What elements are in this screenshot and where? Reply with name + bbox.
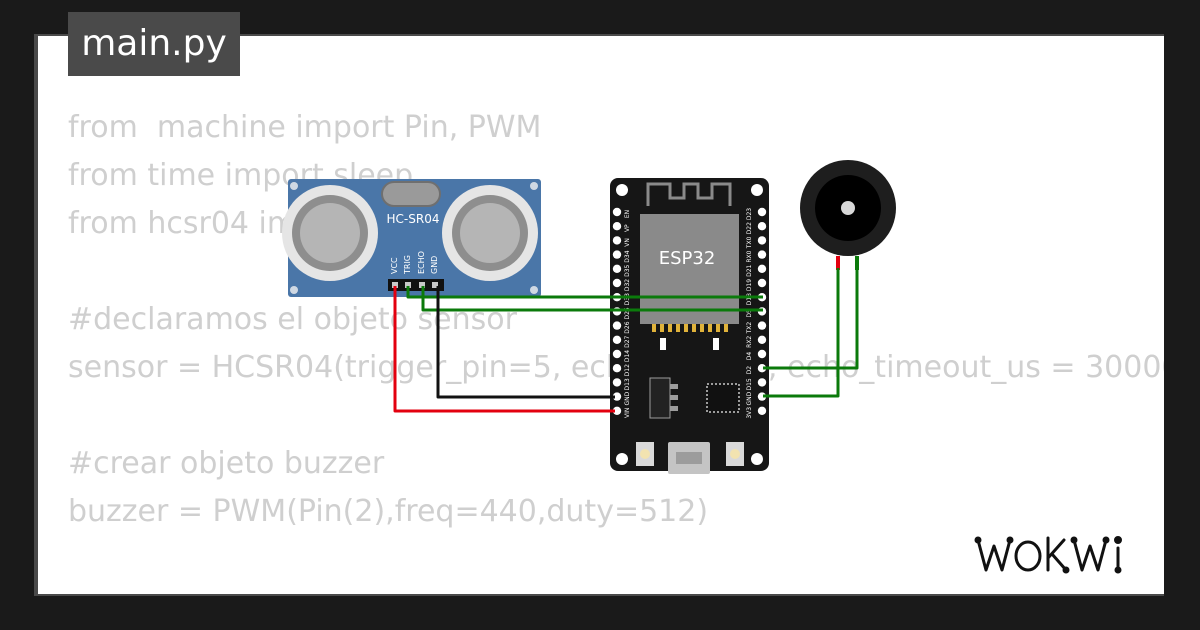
voltage-regulator: [649, 377, 678, 419]
module-castellations: [652, 324, 728, 332]
code-line: from machine import Pin, PWM: [68, 110, 542, 145]
pin-d2[interactable]: [757, 364, 767, 373]
pin-d22[interactable]: [757, 222, 767, 231]
pin-d35[interactable]: [612, 264, 622, 273]
esp32-module: [640, 214, 739, 324]
pin-label-d33: D33: [624, 293, 631, 305]
code-line: def calcula_distancia():: [68, 584, 1164, 594]
pin-vn[interactable]: [612, 236, 622, 245]
piezo-buzzer[interactable]: [800, 160, 896, 270]
pin-label-rx0: RX0: [746, 250, 753, 262]
pin-rx0[interactable]: [757, 250, 767, 259]
code-editor-text: from machine import Pin, PWM from time im…: [68, 104, 1164, 594]
pin-label-d18: D18: [746, 293, 753, 305]
usb-serial-chip: [706, 383, 740, 413]
pin-label-d2: D2: [746, 366, 753, 375]
pin-label-d26: D26: [624, 321, 631, 333]
pin-en[interactable]: [612, 207, 622, 217]
pin-vp[interactable]: [612, 222, 622, 231]
sensor-pin-label-gnd: GND: [430, 256, 439, 274]
pin-label-tx0: TX0: [746, 236, 753, 249]
pin-label-d15: D15: [746, 378, 753, 390]
pin-label-gnd: GND: [624, 391, 631, 405]
esp32-board[interactable]: ESP32 ENVPVND34D35D32D33D25D26D27D14D12D…: [610, 178, 769, 474]
en-button[interactable]: [726, 442, 744, 466]
pin-3v3[interactable]: [757, 406, 767, 415]
board-title: ESP32: [659, 248, 716, 269]
pin-d12[interactable]: [612, 364, 622, 373]
sensor-title: HC-SR04: [387, 212, 440, 226]
transducer-left: [282, 185, 378, 281]
pin-d23[interactable]: [757, 207, 767, 217]
pin-label-rx2: RX2: [746, 336, 753, 348]
boot-button[interactable]: [636, 442, 654, 466]
pin-label-d14: D14: [624, 350, 631, 362]
pin-label-vn: VN: [624, 238, 631, 247]
pin-label-d35: D35: [624, 264, 631, 276]
pin-vin[interactable]: [612, 406, 622, 415]
pin-d19[interactable]: [757, 278, 767, 288]
pin-label-vp: VP: [624, 224, 631, 232]
hc-sr04-sensor[interactable]: HC-SR04 VCC TRIG ECHO GND: [282, 179, 541, 297]
pin-d14[interactable]: [612, 349, 622, 359]
preview-card: from machine import Pin, PWM from time im…: [38, 36, 1164, 594]
wire-buzzer-gnd[interactable]: [763, 268, 840, 398]
pin-label-d34: D34: [624, 250, 631, 262]
pin-label-vin: VIN: [624, 408, 631, 418]
pin-d4[interactable]: [757, 349, 767, 359]
pin-label-d25: D25: [624, 307, 631, 319]
pin-rx2[interactable]: [757, 335, 767, 344]
pin-d15[interactable]: [757, 378, 767, 387]
sensor-pin-label-vcc: VCC: [390, 257, 399, 274]
wire-buzzer-signal[interactable]: [763, 268, 859, 370]
pin-d27[interactable]: [612, 335, 622, 344]
code-line: #declaramos el objeto sensor: [68, 302, 517, 337]
pin-d21[interactable]: [757, 264, 767, 273]
pin-label-tx2: TX2: [746, 322, 753, 335]
sensor-pin-header: [388, 279, 444, 291]
sensor-pin-label-trig: TRIG: [403, 255, 412, 275]
pin-label-d13: D13: [624, 378, 631, 390]
pin-tx2[interactable]: [757, 321, 767, 330]
pin-label-d22: D22: [746, 222, 753, 234]
pin-label-d32: D32: [624, 279, 631, 291]
pin-label-d23: D23: [746, 208, 753, 220]
wire-gnd[interactable]: [436, 286, 615, 399]
buzzer-lead-red: [836, 256, 840, 270]
pin-d32[interactable]: [612, 278, 622, 288]
code-line: from time import sleep: [68, 158, 414, 193]
pin-d26[interactable]: [612, 321, 622, 330]
pin-d13[interactable]: [612, 378, 622, 387]
pin-d34[interactable]: [612, 250, 622, 259]
crystal: [381, 181, 441, 207]
wire-trig[interactable]: [406, 286, 763, 299]
pin-label-d27: D27: [624, 335, 631, 347]
pin-label-en: EN: [624, 210, 631, 218]
pin-label-d19: D19: [746, 279, 753, 291]
pin-label-d5: D5: [746, 309, 753, 318]
buzzer-lead-green: [855, 256, 859, 270]
pin-label-d4: D4: [746, 352, 753, 361]
pin-label-d21: D21: [746, 264, 753, 276]
wire-echo[interactable]: [421, 286, 763, 312]
pin-label-3v3: 3V3: [746, 407, 753, 419]
pin-label-gnd: GND: [746, 391, 753, 405]
pin-label-d12: D12: [624, 364, 631, 376]
wokwi-logo: [974, 536, 1122, 574]
pin-tx0[interactable]: [757, 236, 767, 245]
file-tab[interactable]: main.py: [68, 12, 240, 76]
pin-gnd[interactable]: [612, 392, 622, 401]
antenna-trace: [646, 182, 732, 206]
code-line: buzzer = PWM(Pin(2),freq=440,duty=512): [68, 494, 709, 529]
wire-vcc[interactable]: [393, 286, 615, 413]
sensor-pin-label-echo: ECHO: [417, 251, 426, 274]
transducer-right: [442, 185, 538, 281]
code-line: #crear objeto buzzer: [68, 446, 385, 481]
